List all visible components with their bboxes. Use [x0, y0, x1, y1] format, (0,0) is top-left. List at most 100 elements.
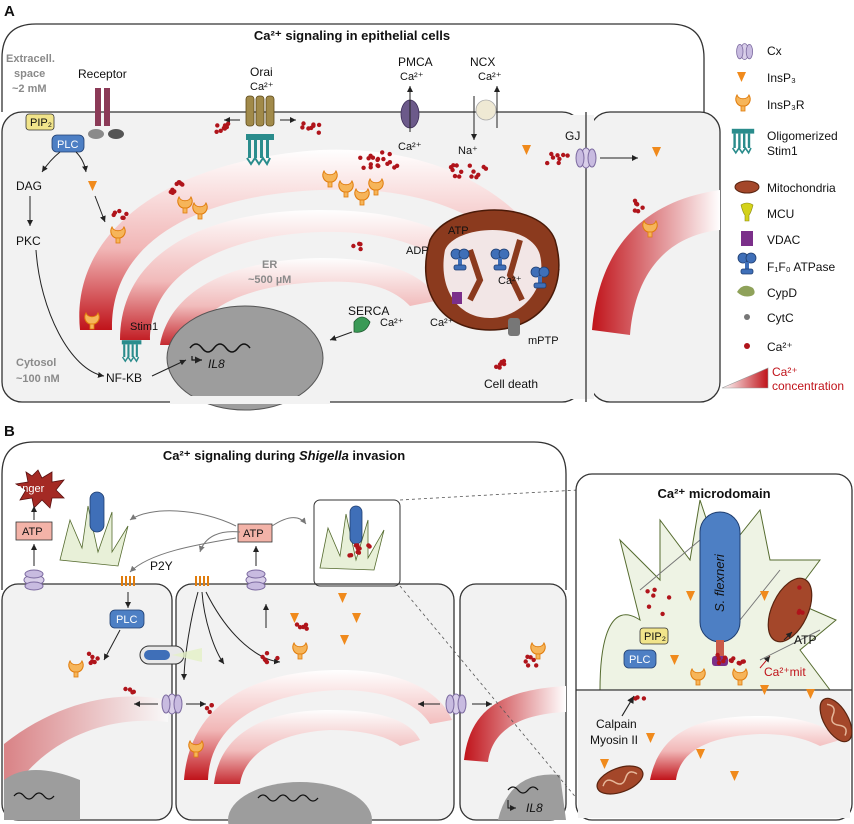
calcium-ion-dot — [501, 358, 507, 364]
connexin-hemichannel-icon — [245, 569, 267, 591]
cytc-icon — [744, 314, 750, 320]
legend-mito: Mitochondria — [767, 181, 836, 195]
s-flexneri-label: S. flexneri — [712, 553, 727, 612]
nucleus-b-center — [228, 782, 372, 824]
calcium-ion-dot — [641, 696, 647, 701]
ncx-ca-label: Ca²⁺ — [478, 71, 502, 83]
calcium-ion-dot — [90, 659, 95, 664]
calcium-ion-dot — [264, 651, 270, 656]
calcium-ion-dot — [457, 174, 462, 179]
calcium-ion-dot — [361, 165, 366, 170]
calcium-ion-dot — [86, 651, 92, 656]
panel-b-letter: B — [4, 423, 15, 440]
serca-label: SERCA — [348, 304, 389, 318]
calcium-ion-dot — [316, 122, 322, 128]
connexin-hemichannel-icon — [23, 569, 45, 591]
calcium-ion-dot — [204, 706, 210, 711]
legend-insp3r: InsP₃R — [767, 98, 805, 112]
calcium-ion-dot — [556, 160, 561, 166]
receptor-label: Receptor — [78, 67, 127, 81]
pkc-label: PKC — [16, 234, 41, 248]
calcium-ion-dot — [368, 165, 373, 170]
cypd-icon — [737, 285, 755, 297]
mitochondria-icon — [734, 180, 760, 194]
calcium-ion-dot — [381, 156, 386, 162]
calcium-ion-dot — [355, 543, 360, 548]
ncx-na-label: Na⁺ — [458, 145, 478, 157]
calcium-ion-dot — [370, 155, 376, 160]
calcium-ion-dot — [715, 652, 720, 658]
mito-ca-label: Ca²⁺ — [498, 275, 522, 287]
gj-label: GJ — [565, 129, 580, 143]
panel-b: B Ca²⁺ signaling during Shigella invasio… — [1, 423, 854, 824]
legend-cypd: CypD — [767, 286, 797, 300]
pmca-ca-top: Ca²⁺ — [400, 71, 424, 83]
vdac-icon — [452, 292, 462, 304]
calcium-ion-dot — [222, 123, 228, 128]
pmca-label: PMCA — [398, 55, 433, 69]
cell-death-label: Cell death — [484, 377, 538, 391]
calcium-ion-dot — [358, 242, 363, 247]
calcium-cluster-a — [111, 121, 645, 370]
receptor-icon — [88, 88, 124, 139]
pip2-micro-label: PIP₂ — [644, 631, 666, 643]
calcium-ion-dot — [555, 153, 560, 158]
calcium-ion-dot — [366, 543, 371, 548]
calcium-ion-dot — [306, 126, 311, 131]
calcium-ion-dot — [550, 155, 556, 160]
calcium-ion-dot — [645, 589, 650, 594]
calcium-ion-dot — [561, 152, 566, 158]
calcium-ion-dot — [660, 611, 665, 617]
calcium-ion-dot — [375, 156, 381, 162]
er-microdomain — [650, 716, 840, 780]
calcium-ion-dot — [264, 659, 270, 665]
cytosol-label-2: ~100 nM — [16, 373, 60, 385]
stim1-label: Stim1 — [130, 321, 158, 333]
calcium-ion-dot — [469, 174, 474, 179]
legend-ca-conc-2: concentration — [772, 379, 844, 393]
calcium-ion-dot — [716, 656, 721, 661]
p2y-receptor-icon — [195, 576, 209, 586]
plc-box-b — [109, 609, 145, 629]
calcium-ion-dot — [525, 654, 530, 659]
membrane-ruffle-center — [319, 505, 385, 571]
pip2-box — [25, 113, 55, 131]
atp-center-label: ATP — [243, 528, 264, 540]
calcium-ion-dot — [651, 593, 656, 598]
vdac-ca-label: Ca²⁺ — [430, 317, 454, 329]
dna-icon — [189, 343, 251, 353]
calcium-ion-dot — [534, 663, 539, 668]
calcium-ion-dot — [311, 123, 316, 128]
calcium-ion-dot — [180, 182, 185, 187]
danger-star-icon — [14, 469, 65, 509]
calcium-ion-dot — [716, 660, 722, 666]
calcium-ion-dot — [124, 211, 129, 217]
nucleus-b-left — [4, 770, 80, 820]
atp-micro-label: ATP — [794, 633, 816, 647]
er-b-right — [464, 686, 566, 762]
calcium-ion-dot — [275, 655, 280, 661]
calcium-ion-dot — [366, 156, 371, 161]
calcium-ion-dot — [214, 129, 219, 134]
calcium-ion-dot — [394, 163, 400, 168]
er-b-center — [184, 670, 452, 780]
calcium-ion-dot — [545, 160, 550, 166]
shigella-bacterium — [89, 491, 105, 533]
calcium-ion-dot — [666, 595, 672, 600]
serca-ca-label: Ca²⁺ — [380, 317, 404, 329]
calcium-ion-dot — [634, 201, 639, 206]
calcium-ion-dot — [385, 161, 390, 166]
insp3-icon — [737, 72, 746, 82]
gap-junction-icon — [575, 147, 597, 169]
extracell-label-1: Extracell. — [6, 53, 55, 65]
calcium-ion-dot — [218, 128, 223, 133]
plc-micro-box — [623, 649, 657, 669]
endoplasmic-reticulum — [79, 149, 560, 330]
calcium-ion-dot — [348, 553, 354, 558]
gradient-icon — [721, 367, 769, 389]
legend-ca-conc: Ca²⁺ — [772, 365, 798, 379]
calcium-ion-dot — [127, 687, 133, 692]
calcium-ion-dot — [459, 169, 464, 174]
legend-vdac: VDAC — [767, 233, 801, 247]
